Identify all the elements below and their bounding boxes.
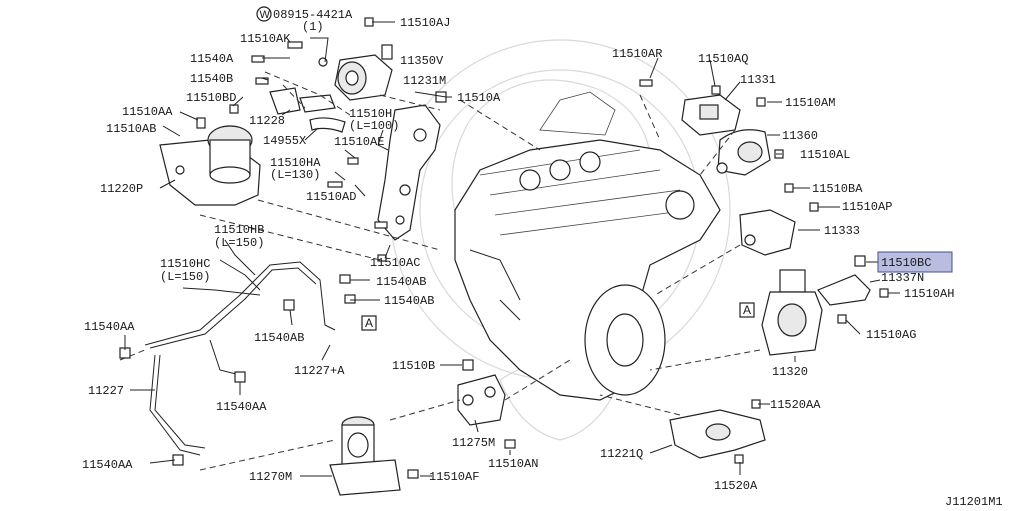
mount-11270M <box>329 416 401 496</box>
label-08915-qty: (1) <box>302 20 324 34</box>
label-11510AC[interactable]: 11510AC <box>370 256 420 270</box>
label-11540AA-3[interactable]: 11540AA <box>82 458 133 472</box>
bracket-11333 <box>739 209 796 256</box>
label-11275M[interactable]: 11275M <box>452 436 495 450</box>
mount-11220P <box>159 125 261 206</box>
label-11510AL[interactable]: 11510AL <box>800 148 850 162</box>
label-11227[interactable]: 11227 <box>88 384 124 398</box>
label-11510HB[interactable]: 11510HB <box>214 223 264 237</box>
diagram-id: J11201M1 <box>945 495 1003 509</box>
label-11510AK[interactable]: 11510AK <box>240 32 291 46</box>
mount-11350V <box>334 44 393 101</box>
label-11510HC[interactable]: 11510HC <box>160 257 210 271</box>
label-11540AA-2[interactable]: 11540AA <box>216 400 267 414</box>
label-11510H-len: (L=100) <box>349 119 399 133</box>
washer-symbol: W <box>256 6 272 22</box>
label-11540AB-1[interactable]: 11540AB <box>376 275 426 289</box>
label-11540AB-3[interactable]: 11540AB <box>254 331 304 345</box>
callout-a-box-2 <box>739 302 755 318</box>
label-11228[interactable]: 11228 <box>249 114 285 128</box>
label-11510B[interactable]: 11510B <box>392 359 435 373</box>
hose-11227 <box>144 259 336 456</box>
mount-11320 <box>761 269 871 356</box>
label-11510AJ[interactable]: 11510AJ <box>400 16 450 30</box>
label-11510A[interactable]: 11510A <box>457 91 501 105</box>
label-11540AB-2[interactable]: 11540AB <box>384 294 434 308</box>
label-11510BC[interactable]: 11510BC <box>881 256 931 270</box>
highlight-11510BC[interactable] <box>877 251 953 273</box>
label-11510AM[interactable]: 11510AM <box>785 96 835 110</box>
label-11510H[interactable]: 11510H <box>349 107 392 121</box>
label-11510BA[interactable]: 11510BA <box>812 182 863 196</box>
label-11320[interactable]: 11320 <box>772 365 808 379</box>
mount-11331 <box>681 94 741 136</box>
bracket-11231M <box>377 104 441 241</box>
label-11510AA[interactable]: 11510AA <box>122 105 173 119</box>
label-11510AG[interactable]: 11510AG <box>866 328 916 342</box>
part-labels: 08915-4421A (1) 11510AJ 11510AK 11540A 1… <box>82 8 1003 509</box>
label-11227A[interactable]: 11227+A <box>294 364 345 378</box>
engine-block <box>454 91 721 401</box>
label-11510AQ[interactable]: 11510AQ <box>698 52 748 66</box>
bracket-11221Q <box>669 409 766 459</box>
label-11510BD[interactable]: 11510BD <box>186 91 236 105</box>
label-11510HA-len: (L=130) <box>270 168 320 182</box>
label-11520A[interactable]: 11520A <box>714 479 758 493</box>
label-08915[interactable]: 08915-4421A <box>273 8 353 22</box>
label-14955X[interactable]: 14955X <box>263 134 306 148</box>
label-11510AP[interactable]: 11510AP <box>842 200 892 214</box>
label-11510AH[interactable]: 11510AH <box>904 287 954 301</box>
label-11333[interactable]: 11333 <box>824 224 860 238</box>
label-11510AR[interactable]: 11510AR <box>612 47 662 61</box>
label-11510AN[interactable]: 11510AN <box>488 457 538 471</box>
label-11331[interactable]: 11331 <box>740 73 776 87</box>
label-11337N[interactable]: 11337N <box>881 271 924 285</box>
mount-11360 <box>716 129 771 176</box>
label-11510HB-len: (L=150) <box>214 236 264 250</box>
label-11540AA-1[interactable]: 11540AA <box>84 320 135 334</box>
label-11540A[interactable]: 11540A <box>190 52 234 66</box>
label-11510HA[interactable]: 11510HA <box>270 156 321 170</box>
bolts <box>119 17 889 479</box>
label-11270M[interactable]: 11270M <box>249 470 292 484</box>
label-11520AA[interactable]: 11520AA <box>770 398 821 412</box>
callout-a-text-2: A <box>743 303 751 317</box>
w-symbol-text: W <box>260 9 271 21</box>
callout-a-box-1 <box>361 315 377 331</box>
label-11510HC-len: (L=150) <box>160 270 210 284</box>
highlight-box[interactable] <box>877 251 953 273</box>
label-11231M[interactable]: 11231M <box>403 74 446 88</box>
label-11510AD[interactable]: 11510AD <box>306 190 356 204</box>
label-11510AF[interactable]: 11510AF <box>429 470 479 484</box>
label-11360[interactable]: 11360 <box>782 129 818 143</box>
label-11220P[interactable]: 11220P <box>100 182 143 196</box>
label-11350V[interactable]: 11350V <box>400 54 444 68</box>
label-11221Q[interactable]: 11221Q <box>600 447 643 461</box>
assembly-dashes <box>119 71 761 471</box>
label-11510AB[interactable]: 11510AB <box>106 122 156 136</box>
leader-lines <box>124 21 900 477</box>
bracket-11275M <box>457 374 506 426</box>
callout-a-boxes: A A <box>361 302 755 331</box>
label-11540B[interactable]: 11540B <box>190 72 233 86</box>
callout-a-text-1: A <box>365 316 373 330</box>
label-11510AE[interactable]: 11510AE <box>334 135 384 149</box>
